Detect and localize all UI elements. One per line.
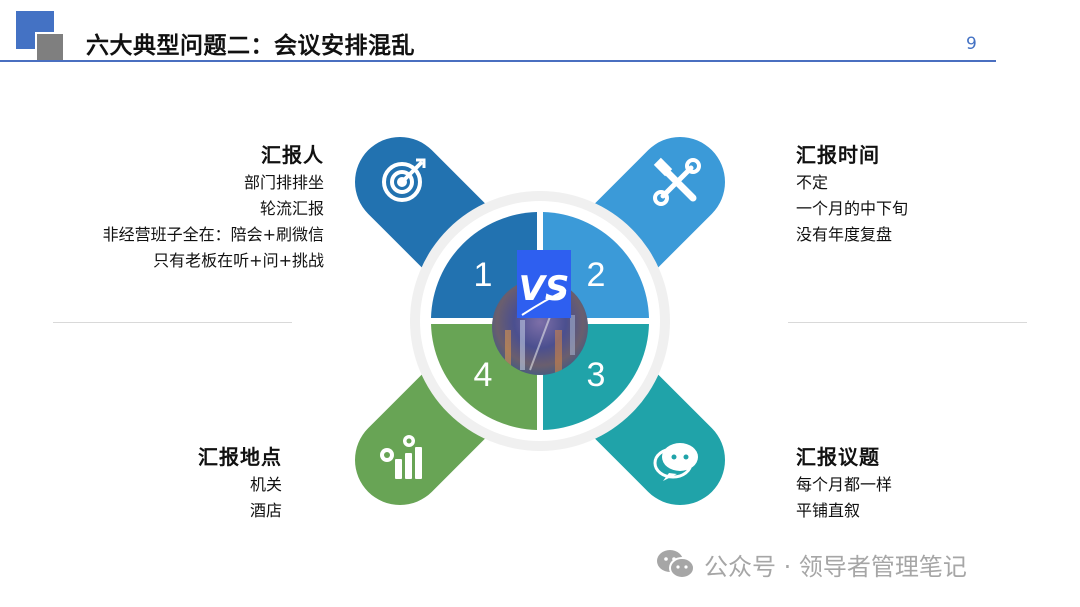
logo-square-gray [35,32,63,60]
tools-icon [653,157,701,206]
reporter-line: 只有老板在听+问+挑战 [153,251,324,270]
reporter-line: 非经营班子全在：陪会+刷微信 [102,225,324,244]
heading-topic: 汇报议题 [796,445,880,469]
divider-left [53,322,292,323]
block-topic: 汇报议题 每个月都一样 平铺直叙 [796,442,892,524]
wechat-icon [657,549,695,579]
svg-text:4: 4 [474,356,493,394]
heading-time: 汇报时间 [796,143,880,167]
block-reporter: 汇报人 部门排排坐 轮流汇报 非经营班子全在：陪会+刷微信 只有老板在听+问+挑… [103,140,324,274]
svg-text:2: 2 [587,256,606,294]
vs-badge [517,250,571,318]
page-title: 六大典型问题二：会议安排混乱 [86,33,415,59]
header-rule [0,60,996,62]
heading-location: 汇报地点 [198,445,282,469]
time-line: 不定 [796,173,829,192]
time-line: 没有年度复盘 [796,225,893,244]
time-line: 一个月的中下旬 [796,199,909,218]
block-time: 汇报时间 不定 一个月的中下旬 没有年度复盘 [796,140,908,248]
page-number: 9 [966,34,977,54]
heading-reporter: 汇报人 [261,143,324,167]
divider-right [788,322,1027,323]
topic-line: 每个月都一样 [796,475,893,494]
block-location: 汇报地点 机关 酒店 [198,442,282,524]
location-line: 机关 [249,475,282,494]
watermark: 公众号 · 领导者管理笔记 [656,547,967,582]
svg-text:3: 3 [587,356,606,394]
reporter-line: 部门排排坐 [243,173,324,192]
chart-gear-icon [380,435,422,479]
svg-text:1: 1 [474,256,493,294]
chat-icon [653,443,698,481]
watermark-text: 公众号 · 领导者管理笔记 [704,553,967,581]
topic-line: 平铺直叙 [796,501,861,520]
reporter-line: 轮流汇报 [259,199,324,218]
location-line: 酒店 [249,501,282,520]
target-icon [382,158,426,202]
svg-text:VS: VS [519,269,570,309]
